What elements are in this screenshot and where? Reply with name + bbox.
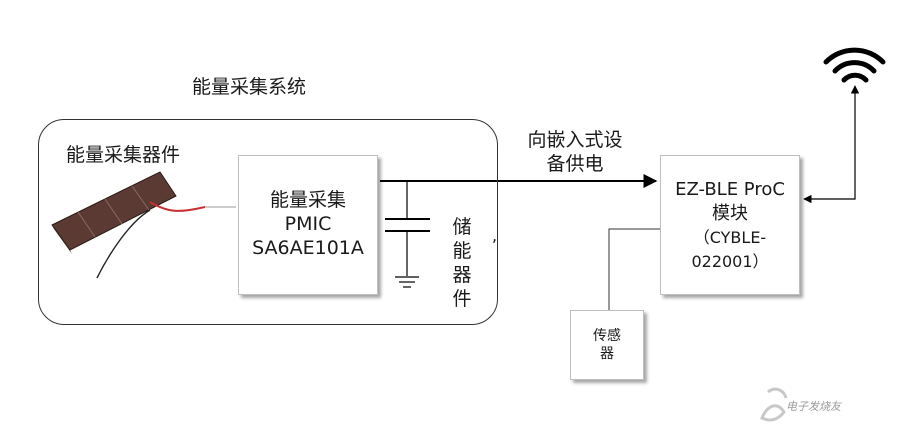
power-label-line1: 向嵌入式设 [527,129,623,151]
storage-char: 储 [452,216,472,238]
storage-char: 能 [452,240,472,262]
stray-mark: , [492,226,498,245]
wifi-icon [823,47,886,83]
capacitor-icon [385,181,430,276]
pmic-line2: PMIC [284,213,332,235]
storage-char: 器 [452,264,472,286]
system-title: 能量采集系统 [192,76,307,98]
power-label-line2: 备供电 [546,153,604,175]
ble-line1: EZ-BLE ProC [675,179,785,200]
ground-icon [395,276,419,288]
ble-line3: （CYBLE- [693,228,767,247]
ble-line4: 022001） [691,252,769,271]
sensor-block: 传感 器 [570,310,644,380]
pmic-block: 能量采集 PMIC SA6AE101A [238,155,378,295]
ble-module-block: EZ-BLE ProC 模块 （CYBLE- 022001） [660,155,800,295]
watermark-logo-icon [760,387,788,422]
sensor-line2: 器 [600,346,614,362]
sensor-connector [608,228,660,310]
antenna-connector [803,85,860,204]
storage-char: 件 [452,288,472,310]
sensor-line1: 传感 [593,328,621,344]
pmic-line3: SA6AE101A [252,237,364,259]
watermark-text: 电子发烧友 [786,400,841,413]
system-boundary [38,119,498,325]
solar-panel-icon [51,171,236,279]
harvester-label: 能量采集器件 [66,144,181,166]
storage-label: 储 能 器 件 [451,215,473,311]
pmic-line1: 能量采集 [269,189,346,211]
ble-line2: 模块 [712,203,748,224]
power-label: 向嵌入式设 备供电 [525,128,625,176]
